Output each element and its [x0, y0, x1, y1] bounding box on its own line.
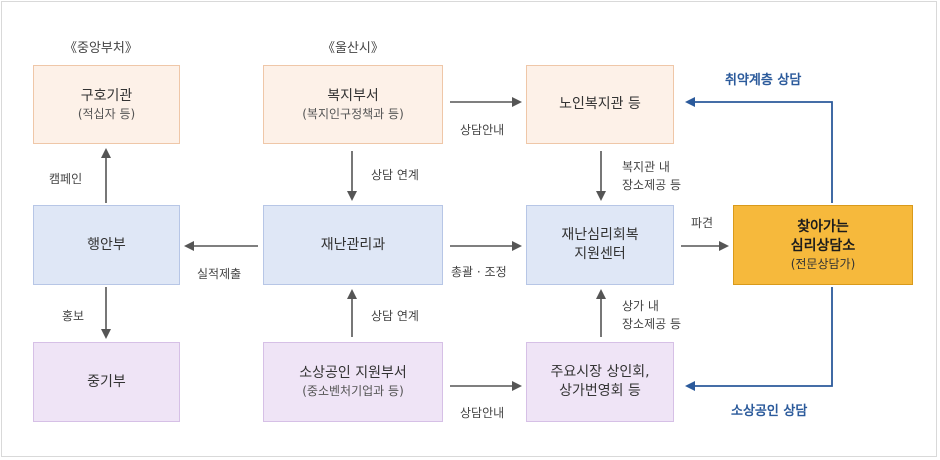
label-campaign: 캠페인 [49, 172, 83, 186]
label-welfare-space-line1: 복지관 내 [622, 160, 670, 174]
box-subtitle: (적십자 등) [77, 106, 136, 121]
box-subtitle: (복지인구정책과 등) [302, 106, 404, 121]
box-subtitle: (중소벤처기업과 등) [302, 384, 404, 399]
arrow-visiting-to-market [685, 287, 833, 391]
box-market-associations: 주요시장 상인회, 상가번영회 등 [526, 342, 674, 422]
label-dispatch: 파견 [691, 216, 714, 230]
box-visiting-counseling-center: 찾아가는 심리상담소 (전문상담가) [733, 205, 913, 285]
box-title: 행안부 [87, 236, 126, 253]
box-disaster-management: 재난관리과 [263, 205, 443, 285]
label-counsel-guide-bottom: 상담안내 [460, 406, 505, 420]
box-ministry-sme: 중기부 [33, 342, 180, 422]
box-title: 노인복지관 등 [559, 96, 641, 113]
label-market-space-line1: 상가 내 [622, 299, 659, 313]
label-welfare-space-line2: 장소제공 등 [622, 178, 682, 192]
box-title-line2: 상가번영회 등 [559, 383, 641, 399]
box-title-line2: 심리상담소 [790, 237, 856, 254]
label-counsel-guide-top: 상담안내 [460, 123, 505, 137]
label-small-business-counseling: 소상공인 상담 [731, 404, 808, 419]
box-relief-organization: 구호기관 (적십자 등) [33, 65, 180, 144]
label-pr: 홍보 [62, 309, 85, 323]
box-small-business-department: 소상공인 지원부서 (중소벤처기업과 등) [263, 342, 443, 422]
box-senior-welfare-center: 노인복지관 등 [526, 65, 674, 144]
box-subtitle: (전문상담가) [790, 256, 856, 271]
box-title: 재난관리과 [320, 236, 386, 253]
box-title-line2: 지원센터 [574, 246, 626, 262]
header-ulsan-city: 《울산시》 [322, 41, 384, 56]
label-market-space-line2: 장소제공 등 [622, 317, 682, 331]
box-disaster-psych-center: 재난심리회복 지원센터 [526, 205, 674, 285]
label-coordination: 총괄 · 조정 [451, 265, 507, 279]
box-title-line1: 재난심리회복 [561, 227, 639, 244]
box-title: 복지부서 [327, 87, 379, 104]
box-ministry-interior-safety: 행안부 [33, 205, 180, 285]
label-counsel-link-top: 상담 연계 [371, 168, 419, 182]
label-performance-report: 실적제출 [197, 267, 242, 281]
box-welfare-department: 복지부서 (복지인구정책과 등) [263, 65, 443, 144]
header-central-ministries: 《중앙부처》 [64, 41, 138, 56]
box-title-line1: 주요시장 상인회, [550, 364, 650, 381]
arrow-visiting-to-senior [685, 97, 833, 203]
box-title: 중기부 [87, 373, 126, 390]
box-title: 구호기관 [80, 87, 133, 104]
box-title-line1: 찾아가는 [797, 219, 849, 236]
label-counsel-link-bottom: 상담 연계 [371, 309, 419, 323]
box-title: 소상공인 지원부서 [299, 365, 407, 382]
label-vulnerable-counseling: 취약계층 상담 [725, 73, 802, 88]
